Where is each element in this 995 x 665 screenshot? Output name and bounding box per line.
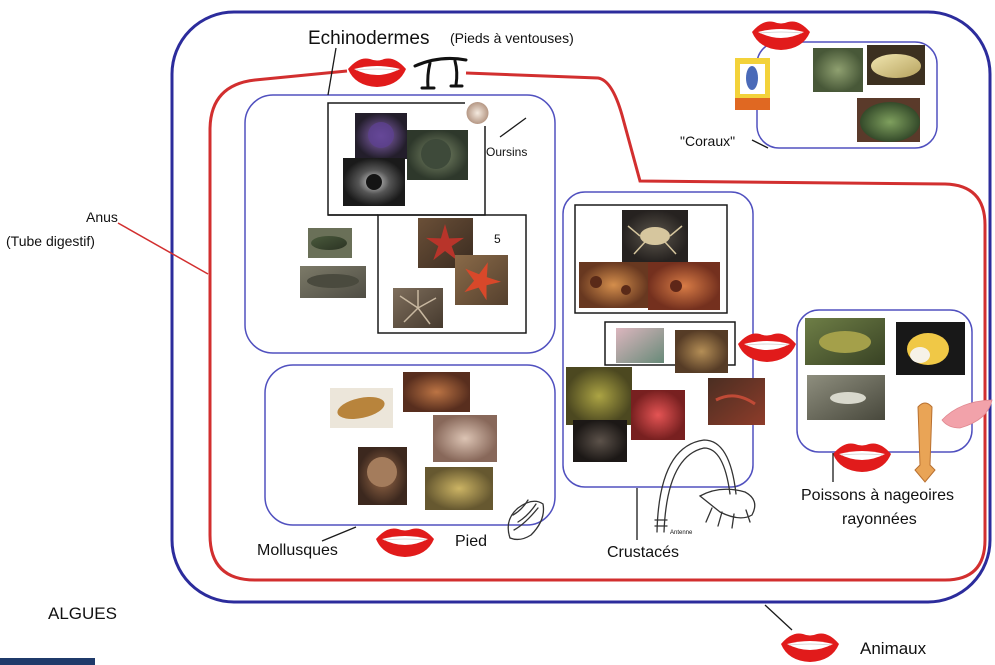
connector-coraux xyxy=(751,139,769,149)
mouth-icon xyxy=(780,633,840,663)
connector-oursins xyxy=(499,117,527,138)
photo-crustacean-red xyxy=(631,390,685,440)
label-echinodermes-note: (Pieds à ventouses) xyxy=(450,30,574,46)
label-echinodermes: Echinodermes xyxy=(308,28,429,49)
label-antenne: Antenne xyxy=(670,530,693,536)
photo-cone-shell xyxy=(330,388,393,428)
fin-ray-icon xyxy=(914,402,936,483)
photo-coral-stamp xyxy=(735,58,770,110)
photo-coral-green xyxy=(813,48,863,92)
group-box-mollusks xyxy=(264,364,556,526)
photo-crustacean-brown xyxy=(675,330,728,373)
photo-brittle-star xyxy=(393,288,443,328)
label-tube-digestif: (Tube digestif) xyxy=(6,233,95,249)
photo-sea-cucumber-2 xyxy=(300,266,366,298)
connector-anus xyxy=(117,222,209,275)
subgroup-frame-crustaceans-1 xyxy=(574,204,728,314)
photo-mollusk-shell xyxy=(433,415,497,462)
group-box-echinoderms xyxy=(244,94,556,354)
label-anus: Anus xyxy=(86,209,118,225)
photo-mollusk-snail xyxy=(358,447,407,505)
connector-mollusques xyxy=(321,526,357,542)
animals-boundary xyxy=(170,10,992,604)
mouth-icon xyxy=(751,21,811,51)
label-coraux: "Coraux" xyxy=(680,133,735,149)
digestive-tube-boundary xyxy=(208,69,987,582)
label-mollusques: Mollusques xyxy=(257,542,338,559)
photo-fish-green xyxy=(805,318,885,365)
photo-mollusk-orange xyxy=(403,372,470,412)
shrimp-sketch-icon xyxy=(654,439,756,533)
label-animaux: Animaux xyxy=(860,639,927,658)
label-poissons-line1: Poissons à nageoires xyxy=(801,487,954,504)
connector-animaux xyxy=(764,604,793,631)
footer-bar xyxy=(0,658,95,665)
photo-urchin-green xyxy=(407,130,468,180)
photo-crustacean-olive xyxy=(566,367,632,425)
label-pied: Pied xyxy=(455,533,487,550)
photo-mollusk-yellow xyxy=(425,467,493,510)
mouth-icon xyxy=(832,443,892,473)
subgroup-frame-crustaceans-2 xyxy=(604,321,736,366)
photo-starfish-orange xyxy=(455,255,508,305)
photo-coral-brain xyxy=(857,98,920,142)
tube-foot-icon xyxy=(413,57,468,90)
photo-fish-puffer xyxy=(896,322,965,375)
photo-fish-rocks xyxy=(807,375,885,420)
subgroup-frame-starfish xyxy=(377,214,527,334)
photo-urchin-test xyxy=(465,100,490,126)
photo-crustacean-pink xyxy=(616,328,664,363)
fin-icon xyxy=(941,399,993,429)
photo-coral-yellow xyxy=(867,45,925,85)
mouth-icon xyxy=(737,333,797,363)
mouth-icon xyxy=(375,528,435,558)
photo-urchin-longspine xyxy=(343,158,405,206)
label-algues: ALGUES xyxy=(48,604,117,623)
snail-shell-icon xyxy=(507,499,545,541)
photo-crustacean-orange-2 xyxy=(648,262,720,310)
label-five: 5 xyxy=(494,232,501,246)
photo-crab-pale xyxy=(622,210,688,262)
label-crustaces: Crustacés xyxy=(607,544,679,561)
photo-crustacean-orange-1 xyxy=(579,262,648,308)
mouth-icon xyxy=(347,58,407,88)
photo-urchin-purple xyxy=(355,113,407,159)
label-poissons-line2: rayonnées xyxy=(842,511,917,528)
photo-crustacean-dark xyxy=(573,420,627,462)
label-oursins: Oursins xyxy=(486,145,527,159)
photo-sea-cucumber-1 xyxy=(308,228,352,258)
connector-echinodermes xyxy=(327,47,337,96)
photo-crustacean-dark-red xyxy=(708,378,765,425)
